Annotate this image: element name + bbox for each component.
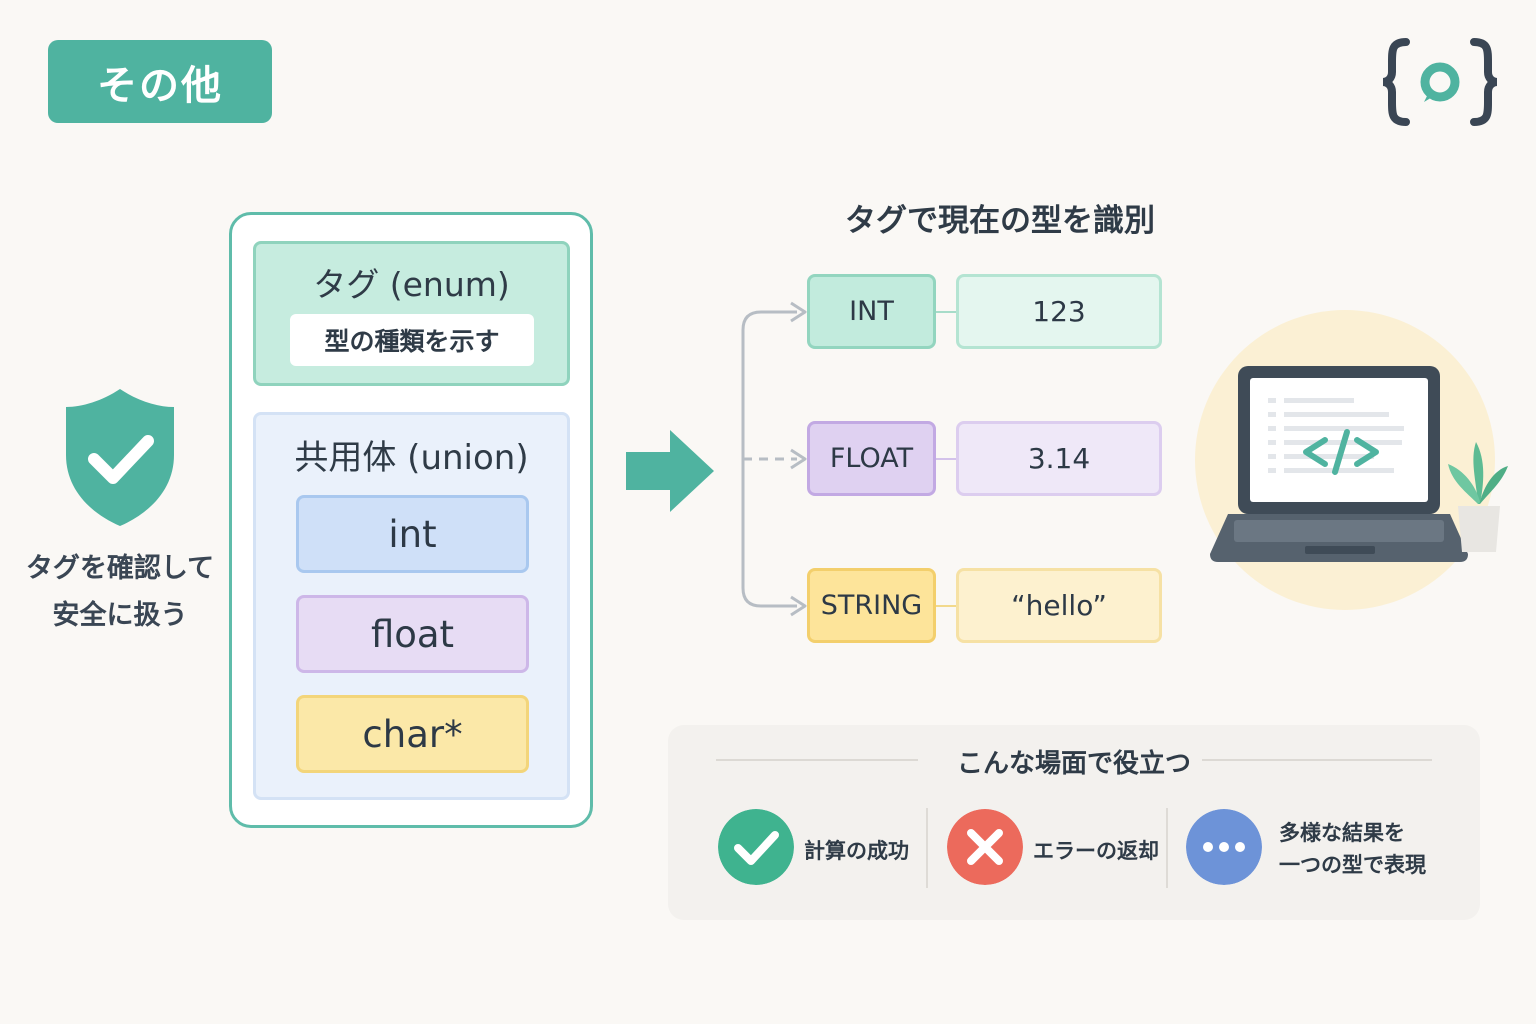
right-arrow-icon: [626, 430, 714, 512]
tag-string-box: STRING: [807, 568, 936, 643]
use-case-variety-line1: 多様な結果を: [1279, 821, 1405, 845]
shield-caption: タグを確認して 安全に扱う: [0, 545, 240, 639]
shield-check-icon: [66, 389, 174, 526]
union-member-char: char*: [296, 695, 529, 773]
tag-int-box: INT: [807, 274, 936, 349]
use-case-success-label: 計算の成功: [804, 839, 909, 863]
check-icon: [718, 809, 794, 885]
shield-caption-line2: 安全に扱う: [52, 600, 188, 631]
value-int-box: 123: [956, 274, 1162, 349]
value-float-box: 3.14: [956, 421, 1162, 496]
value-string-box: “hello”: [956, 568, 1162, 643]
curly-brace-logo-icon: [1382, 38, 1498, 126]
type-identification-title: タグで現在の型を識別: [845, 203, 1155, 239]
row-link: [936, 605, 956, 607]
use-case-title: こんな場面で役立つ: [956, 749, 1191, 779]
union-title: 共用体 (union): [294, 438, 529, 478]
panel-title-line-right: [1202, 759, 1432, 761]
ellipsis-icon: [1186, 809, 1262, 885]
x-icon: [947, 809, 1023, 885]
use-case-panel: [668, 725, 1480, 920]
use-case-variety-label: 多様な結果を 一つの型で表現: [1279, 817, 1426, 881]
row-link: [936, 311, 956, 313]
use-case-separator: [1166, 808, 1168, 888]
use-case-variety-line2: 一つの型で表現: [1279, 853, 1426, 877]
use-case-error-label: エラーの返却: [1033, 839, 1159, 863]
panel-title-line-left: [716, 759, 918, 761]
union-member-int: int: [296, 495, 529, 573]
tag-float-box: FLOAT: [807, 421, 936, 496]
section-badge: その他: [48, 40, 272, 123]
laptop-code-icon: [1195, 310, 1508, 610]
tag-enum-subtitle: 型の種類を示す: [290, 314, 534, 366]
tag-enum-title: タグ (enum): [313, 265, 510, 304]
shield-caption-line1: タグを確認して: [25, 553, 215, 584]
use-case-separator: [926, 808, 928, 888]
row-link: [936, 458, 956, 460]
branch-connector: [741, 301, 807, 617]
union-member-float: float: [296, 595, 529, 673]
